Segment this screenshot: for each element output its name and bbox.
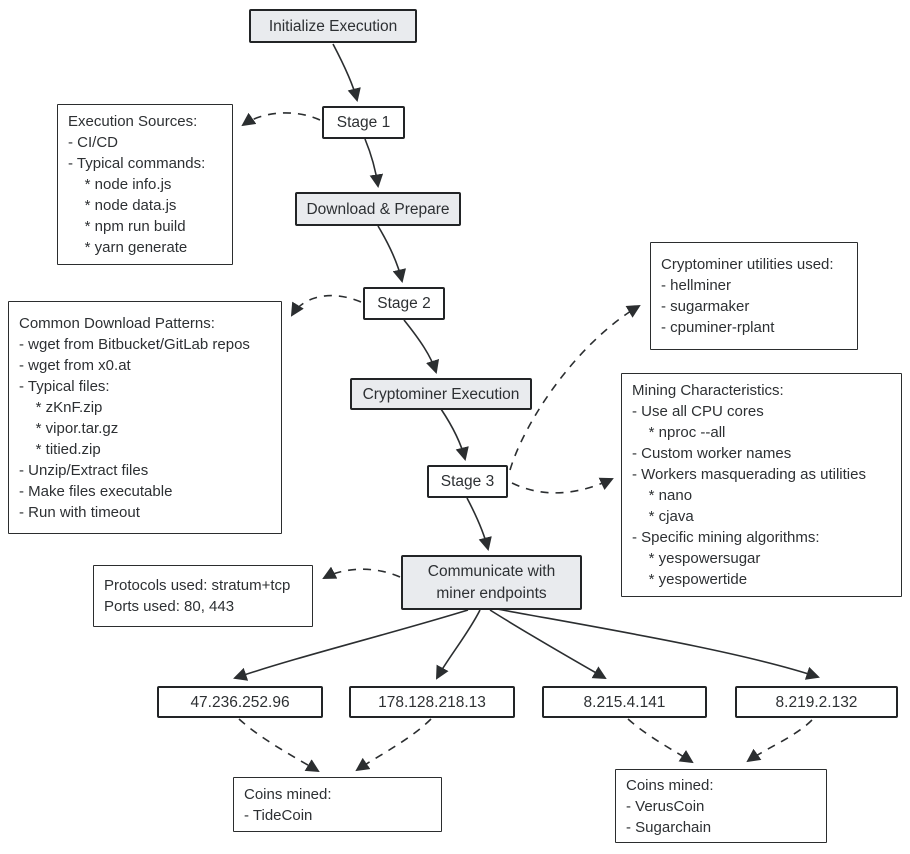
annotation-line: - TideCoin bbox=[244, 806, 313, 824]
annotation-line: - Workers masquerading as utilities bbox=[632, 466, 866, 483]
annotation-line: - cpuminer-rplant bbox=[661, 319, 775, 336]
edge-stage3-to-communicate bbox=[466, 497, 492, 551]
edge-ip1-to-coins-tidecoin bbox=[238, 718, 320, 773]
annotation-line: - Typical files: bbox=[19, 377, 110, 395]
annotation-line: Protocols used: stratum+tcp bbox=[104, 577, 291, 594]
edge-stage3-to-cryptominer-utilities bbox=[509, 304, 641, 471]
annotation-line: * yespowersugar bbox=[632, 550, 761, 567]
edge-initialize-to-stage1 bbox=[332, 43, 361, 102]
annotation-line: - Run with timeout bbox=[19, 503, 140, 521]
annotation-line: - Unzip/Extract files bbox=[19, 461, 149, 479]
edge-stage1-to-execution-sources bbox=[241, 112, 321, 127]
edge-communicate-to-ip2 bbox=[436, 609, 481, 680]
node-initialize-execution: Initialize Execution bbox=[249, 9, 417, 43]
annotation-line: - Make files executable bbox=[19, 482, 173, 500]
edge-ip2-to-coins-tidecoin bbox=[355, 718, 432, 772]
annotation-line: - hellminer bbox=[661, 277, 732, 294]
annotation-line: Execution Sources: bbox=[68, 113, 198, 130]
annotation-line: * titied.zip bbox=[19, 440, 101, 458]
annotation-line: * cjava bbox=[632, 508, 694, 525]
annotation-line: Ports used: 80, 443 bbox=[104, 598, 235, 615]
edge-stage2-to-common-download bbox=[290, 294, 362, 317]
node-stage-1: Stage 1 bbox=[322, 106, 405, 139]
annotation-line: - Use all CPU cores bbox=[632, 403, 764, 420]
edge-ip3-to-coins-verus bbox=[627, 718, 694, 764]
annotation-line: Cryptominer utilities used: bbox=[661, 256, 834, 273]
node-cryptominer-execution: Cryptominer Execution bbox=[350, 378, 532, 410]
annotation-coins-mined-verus-sugarchain: Coins mined: - VerusCoin - Sugarchain bbox=[615, 769, 827, 843]
annotation-line: - wget from Bitbucket/GitLab repos bbox=[19, 335, 250, 353]
node-stage-2: Stage 2 bbox=[363, 287, 445, 320]
annotation-line: * yespowertide bbox=[632, 571, 748, 588]
edge-communicate-to-protocols bbox=[322, 566, 401, 579]
annotation-line: * node data.js bbox=[68, 197, 177, 214]
annotation-line: * nano bbox=[632, 487, 693, 504]
edge-ip4-to-coins-verus bbox=[746, 719, 813, 763]
annotation-line: * yarn generate bbox=[68, 239, 188, 256]
annotation-line: - Specific mining algorithms: bbox=[632, 529, 820, 546]
annotation-common-download-patterns: Common Download Patterns: - wget from Bit… bbox=[8, 301, 282, 534]
annotation-line: * vipor.tar.gz bbox=[19, 419, 119, 437]
node-ip-8-219-2-132: 8.219.2.132 bbox=[735, 686, 898, 718]
annotation-line: - Sugarchain bbox=[626, 818, 712, 836]
edge-communicate-to-ip3 bbox=[489, 609, 607, 680]
node-download-prepare: Download & Prepare bbox=[295, 192, 461, 226]
edge-download-to-stage2 bbox=[377, 225, 406, 283]
node-communicate-miner-endpoints: Communicate with miner endpoints bbox=[401, 555, 582, 610]
annotation-line: * npm run build bbox=[68, 218, 186, 235]
node-ip-8-215-4-141: 8.215.4.141 bbox=[542, 686, 707, 718]
annotation-line: * node info.js bbox=[68, 176, 172, 193]
annotation-line: - sugarmaker bbox=[661, 298, 750, 315]
edge-cryptominer-to-stage3 bbox=[440, 408, 469, 461]
annotation-line: * nproc --all bbox=[632, 424, 726, 441]
annotation-line: - VerusCoin bbox=[626, 797, 705, 815]
annotation-line: Coins mined: bbox=[626, 776, 714, 794]
annotation-line: Coins mined: bbox=[244, 785, 332, 803]
annotation-cryptominer-utilities: Cryptominer utilities used: - hellminer - … bbox=[650, 242, 858, 350]
annotation-line: Mining Characteristics: bbox=[632, 382, 784, 399]
node-ip-47-236-252-96: 47.236.252.96 bbox=[157, 686, 323, 718]
edge-communicate-to-ip4 bbox=[496, 608, 820, 680]
annotation-line: * zKnF.zip bbox=[19, 398, 103, 416]
edge-stage3-to-mining-characteristics bbox=[511, 477, 614, 494]
edge-stage1-to-download bbox=[364, 138, 384, 189]
annotation-line: Common Download Patterns: bbox=[19, 314, 215, 332]
annotation-line: - Custom worker names bbox=[632, 445, 792, 462]
edge-stage2-to-cryptominer bbox=[403, 319, 440, 374]
annotation-line: - Typical commands: bbox=[68, 155, 206, 172]
edge-communicate-to-ip1 bbox=[233, 609, 469, 681]
annotation-line: - wget from x0.at bbox=[19, 356, 131, 374]
node-stage-3: Stage 3 bbox=[427, 465, 508, 498]
annotation-mining-characteristics: Mining Characteristics: - Use all CPU cor… bbox=[621, 373, 902, 597]
node-ip-178-128-218-13: 178.128.218.13 bbox=[349, 686, 515, 718]
annotation-line: - CI/CD bbox=[68, 134, 118, 151]
annotation-coins-mined-tidecoin: Coins mined: - TideCoin bbox=[233, 777, 442, 832]
annotation-execution-sources: Execution Sources: - CI/CD - Typical comma… bbox=[57, 104, 233, 265]
